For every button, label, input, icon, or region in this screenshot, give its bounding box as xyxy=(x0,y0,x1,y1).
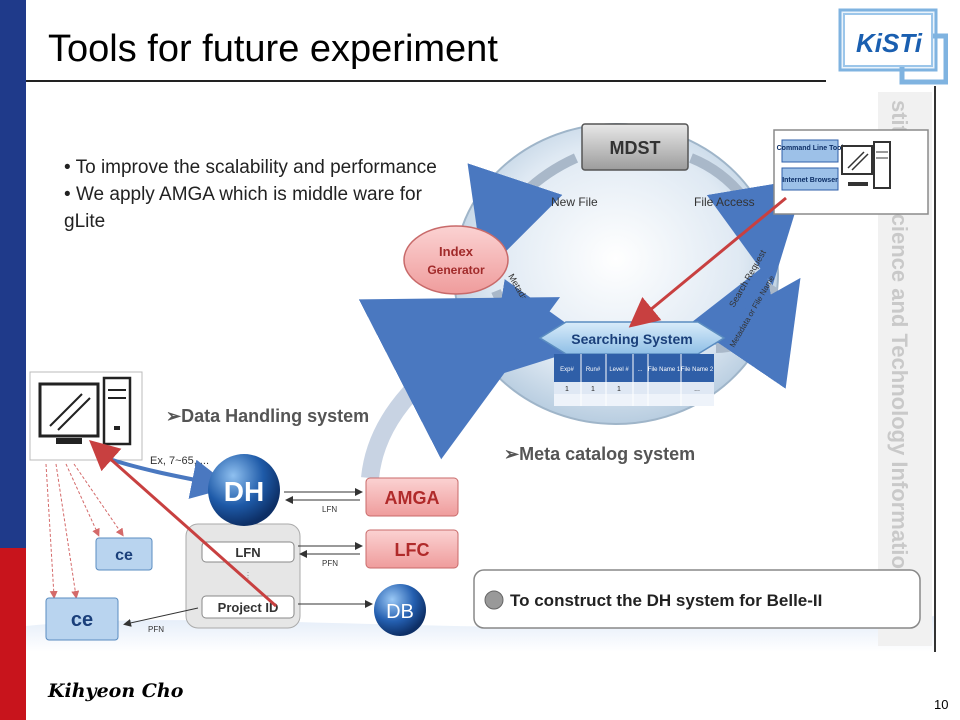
meta-catalog-label: ➢Meta catalog system xyxy=(504,444,695,464)
bullet-text: To improve the scalability and performan… xyxy=(75,157,437,178)
table-header-cell: File Name 1 xyxy=(648,367,681,373)
table-header-cell: Run# xyxy=(586,367,601,373)
file-access-label: File Access xyxy=(694,195,755,209)
new-file-arrow xyxy=(467,153,579,274)
lfc-label: LFC xyxy=(395,540,430,560)
bullet-item: • To improve the scalability and perform… xyxy=(64,157,437,178)
searching-system-label: Searching System xyxy=(571,331,692,347)
lfc-box xyxy=(365,529,459,569)
ce-top-label: ce xyxy=(115,547,133,564)
dotted-arrow xyxy=(45,463,58,599)
logo-frame-icon xyxy=(838,8,949,85)
data-handling-label: ➢Data Handling system xyxy=(166,406,369,426)
logo-text: KiSTi xyxy=(856,28,922,58)
bullet-list: • To improve the scalability and perform… xyxy=(64,154,444,235)
ellipsis-dots: ⋮ xyxy=(244,571,252,580)
table-header-cell: File Name 2 xyxy=(681,367,714,373)
db-sphere xyxy=(374,584,426,636)
internet-browser-label: Internet Browser xyxy=(782,177,838,184)
dh-label: DH xyxy=(224,476,264,507)
client-to-search-arrow xyxy=(628,196,787,328)
mdst-box xyxy=(581,123,689,171)
ce-bottom-label: ce xyxy=(71,609,93,631)
project-id-label: Project ID xyxy=(218,600,279,615)
db-label: DB xyxy=(386,601,414,623)
mdst-label: MDST xyxy=(610,138,661,158)
dh-sphere xyxy=(208,454,280,526)
project-ce-arrow xyxy=(123,607,199,627)
metadata-table: Exp# Run# Level # ... File Name 1 File N… xyxy=(554,354,714,406)
small-computer-icon xyxy=(841,141,891,189)
index-generator-label-1: Index xyxy=(439,244,474,259)
amga-to-catalog-arrow xyxy=(358,297,561,480)
table-header-cell: Exp# xyxy=(560,367,574,373)
pfn-link-label-2: PFN xyxy=(148,625,164,634)
amga-box xyxy=(365,477,459,517)
left-accent-bar-red xyxy=(0,548,26,720)
dotted-arrow xyxy=(55,463,80,599)
kisti-logo: KiSTi xyxy=(836,6,949,86)
ex-label: Ex, 7~65, ... xyxy=(150,455,209,467)
dotted-arrow xyxy=(73,463,124,537)
pfn-link-label-1: PFN xyxy=(322,559,338,568)
panel-right-border xyxy=(934,86,936,652)
page-number: 10 xyxy=(934,697,949,712)
index-generator-label-2: Generator xyxy=(427,263,485,277)
bullet-item: • We apply AMGA which is middle ware for… xyxy=(64,184,422,232)
table-cell: 1 xyxy=(565,386,569,393)
index-generator xyxy=(403,225,509,295)
dotted-arrow xyxy=(65,463,100,537)
callout-box xyxy=(473,569,921,629)
callout-bullet-icon xyxy=(484,590,504,610)
lfn-link-label: LFN xyxy=(322,505,337,514)
user-computer-icon xyxy=(29,371,143,461)
project-to-computer-arrow xyxy=(89,440,277,608)
slide-title: Tools for future experiment xyxy=(48,28,498,70)
internet-browser-box xyxy=(781,167,839,191)
ce-box-bottom xyxy=(45,597,119,641)
diagram-panel: stitute of Science and Technology Inform… xyxy=(26,86,936,652)
title-underline xyxy=(26,80,826,82)
lfn-box-label: LFN xyxy=(235,545,260,560)
file-access-arrow xyxy=(689,153,806,286)
table-cell: 1 xyxy=(591,386,595,393)
lfn-box xyxy=(201,541,295,563)
metadata-filename-arrow xyxy=(702,277,801,389)
left-accent-bar-blue xyxy=(0,0,26,548)
new-file-label: New File xyxy=(551,195,598,209)
table-cell: ... xyxy=(694,386,700,393)
table-cell: 1 xyxy=(617,386,621,393)
system-diagram: stitute of Science and Technology Inform… xyxy=(26,86,936,652)
amga-label: AMGA xyxy=(385,488,440,508)
command-line-tool-label: Command Line Tool xyxy=(777,145,844,152)
author-name: Kihyeon Cho xyxy=(48,680,184,702)
bullet-text: We apply AMGA which is middle ware for g… xyxy=(64,184,422,232)
table-header-cell: Level # xyxy=(609,367,629,373)
table-header-cell: ... xyxy=(637,367,642,373)
command-line-tool-box xyxy=(781,139,839,163)
callout-text: To construct the DH system for Belle-II xyxy=(510,591,822,610)
ce-box-top xyxy=(95,537,153,571)
